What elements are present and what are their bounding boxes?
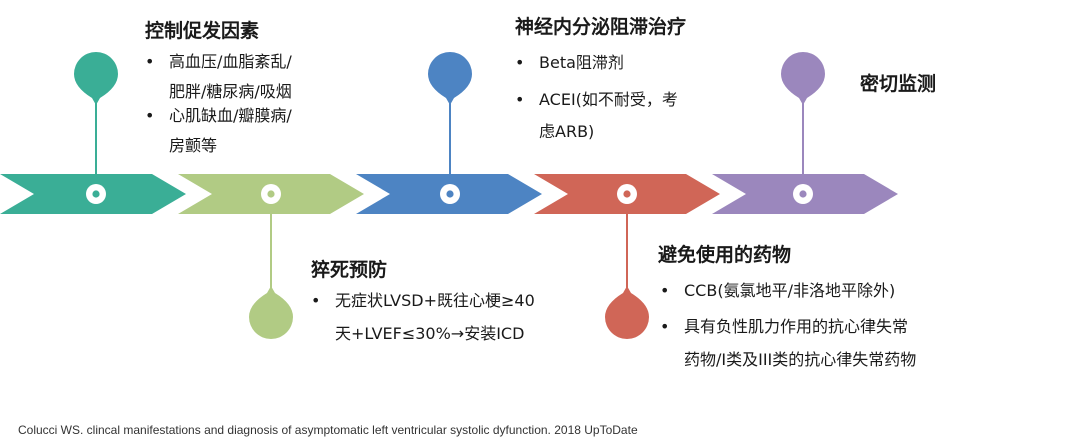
stage-neuro-title: 神经内分泌阻滞治疗 [515, 16, 687, 38]
bullet-text: CCB(氨氯地平/非洛地平除外) [684, 281, 896, 300]
stage-avoid-bullet: • CCB(氨氯地平/非洛地平除外) [660, 276, 895, 306]
stage-risk-bullet: • 心肌缺血/瓣膜病/ [145, 101, 292, 131]
bullet-text-continuation: 虑ARB) [539, 122, 595, 141]
pin-neuro [428, 52, 472, 105]
pin-risk [74, 52, 118, 105]
stage-neuro-bullet: • Beta阻滞剂 [515, 48, 624, 78]
pin-scd [249, 286, 293, 339]
stage-avoid-title: 避免使用的药物 [658, 244, 792, 266]
bullet-text: 高血压/血脂紊乱/ [169, 52, 292, 71]
stage-neuro-bullet: • ACEI(如不耐受，考 [515, 85, 678, 115]
stage-risk-title: 控制促发因素 [145, 20, 260, 42]
node-dot-neuro [446, 190, 454, 198]
bullet-marker: • [515, 90, 525, 109]
node-dot-risk [92, 190, 100, 198]
node-dot-scd [267, 190, 275, 198]
bullet-text-continuation: 肥胖/糖尿病/吸烟 [169, 82, 292, 101]
bullet-text-continuation: 天+LVEF≤30%→安装ICD [335, 324, 525, 343]
bullet-marker: • [660, 317, 670, 336]
bullet-marker: • [311, 291, 321, 310]
bullet-marker: • [145, 52, 155, 71]
stage-avoid-bullet: • 具有负性肌力作用的抗心律失常 [660, 312, 908, 342]
pin-monitor [781, 52, 825, 105]
node-dot-monitor [799, 190, 807, 198]
citation: Colucci WS. clincal manifestations and d… [18, 423, 638, 437]
bullet-marker: • [660, 281, 670, 300]
stage-scd-bullet: • 无症状LVSD+既往心梗≥40 [311, 286, 535, 316]
bullet-text: ACEI(如不耐受，考 [539, 90, 678, 109]
stage-scd-title: 猝死预防 [311, 259, 388, 281]
bullet-text-continuation: 房颤等 [169, 136, 218, 155]
bullet-text: 无症状LVSD+既往心梗≥40 [335, 291, 535, 310]
stage-monitor-title: 密切监测 [860, 73, 937, 95]
bullet-marker: • [145, 106, 155, 125]
bullet-text: Beta阻滞剂 [539, 53, 624, 72]
bullet-marker: • [515, 53, 525, 72]
node-dot-avoid [623, 190, 631, 198]
pin-avoid [605, 286, 649, 339]
stage-risk-bullet: • 高血压/血脂紊乱/ [145, 47, 292, 77]
bullet-text-continuation: 药物/I类及III类的抗心律失常药物 [684, 350, 917, 369]
bullet-text: 具有负性肌力作用的抗心律失常 [684, 317, 909, 336]
bullet-text: 心肌缺血/瓣膜病/ [169, 106, 292, 125]
